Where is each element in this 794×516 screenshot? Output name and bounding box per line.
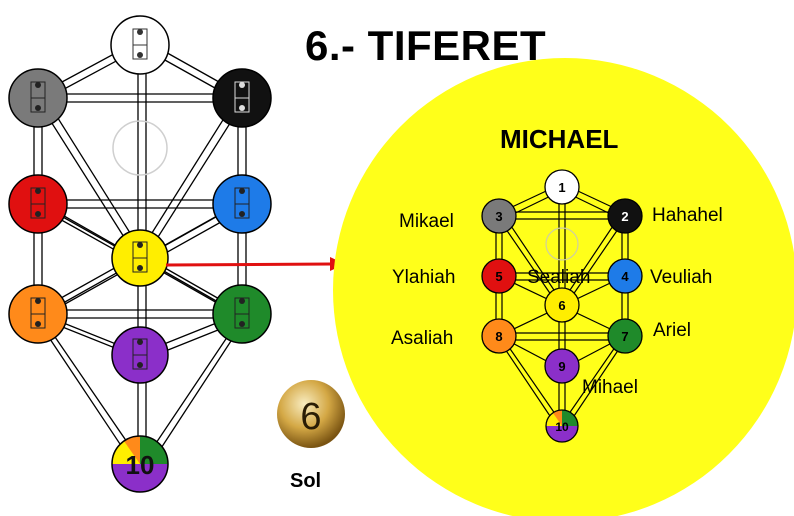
angel-label-mihael: Mihael xyxy=(582,377,638,398)
right-sphere-10[interactable]: 10 xyxy=(545,409,579,443)
sphere-glyph-icons xyxy=(30,28,250,370)
right-sphere-1[interactable]: 1 xyxy=(544,169,580,205)
angel-label-ylahiah: Ylahiah xyxy=(392,267,455,288)
right-tree: 1 2 3 4 5 6 7 8 xyxy=(391,169,723,443)
right-sphere-5-number: 5 xyxy=(495,269,502,284)
right-sphere-2[interactable]: 2 xyxy=(607,198,643,234)
angel-label-asaliah: Asaliah xyxy=(391,328,453,349)
right-sphere-3-number: 3 xyxy=(495,209,502,224)
right-sphere-4-number: 4 xyxy=(621,269,629,284)
right-sphere-8-number: 8 xyxy=(495,329,502,344)
right-sphere-7-number: 7 xyxy=(621,329,628,344)
right-sphere-2-number: 2 xyxy=(621,209,628,224)
angel-label-ariel: Ariel xyxy=(653,320,691,341)
right-sphere-6[interactable]: 6 xyxy=(544,287,580,323)
right-sphere-7[interactable]: 7 xyxy=(607,318,643,354)
page-title: 6.- TIFERET xyxy=(305,22,547,69)
right-sphere-4[interactable]: 4 xyxy=(607,258,643,294)
pointer-arrow xyxy=(165,257,345,271)
angel-label-sealiah: Sealiah xyxy=(527,267,590,288)
right-sphere-10-number: 10 xyxy=(555,420,569,434)
right-sphere-3[interactable]: 3 xyxy=(481,198,517,234)
planet-sol: 6 xyxy=(277,380,345,448)
planet-name: Sol xyxy=(290,470,322,492)
left-tree: 10 xyxy=(8,15,272,493)
left-sphere-malkuth[interactable]: 10 xyxy=(111,435,169,493)
planet-number: 6 xyxy=(300,396,321,438)
right-daat-circle xyxy=(545,227,579,261)
left-malkuth-number: 10 xyxy=(126,450,155,480)
planet-sphere xyxy=(277,380,345,448)
angel-label-mikael: Mikael xyxy=(399,211,454,232)
magnified-circle xyxy=(333,58,794,516)
daat-circle xyxy=(112,120,168,176)
angel-group-title: MICHAEL xyxy=(500,124,619,154)
angel-label-veuliah: Veuliah xyxy=(650,267,712,288)
angel-label-hahahel: Hahahel xyxy=(652,205,723,226)
right-sphere-9-number: 9 xyxy=(558,359,565,374)
right-sphere-6-number: 6 xyxy=(558,298,565,313)
right-sphere-9[interactable]: 9 xyxy=(544,348,580,384)
right-sphere-8[interactable]: 8 xyxy=(481,318,517,354)
right-sphere-5[interactable]: 5 xyxy=(481,258,517,294)
right-sphere-1-number: 1 xyxy=(558,180,565,195)
